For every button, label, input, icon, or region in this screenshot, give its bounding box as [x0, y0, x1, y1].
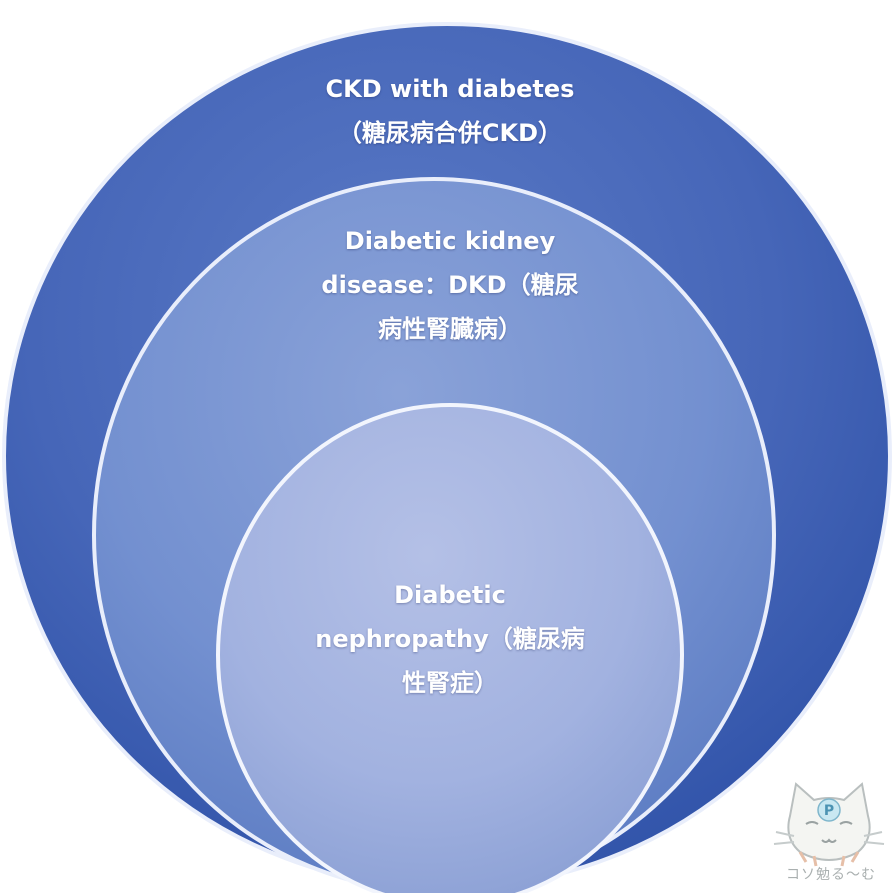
watermark-logo: P コソ勉る～む	[770, 778, 888, 888]
outer-label-line-2: （糖尿病合併CKD）	[337, 119, 563, 147]
inner-circle-label: Diabetic nephropathy（糖尿病 性腎症）	[250, 573, 650, 705]
middle-label-line-2: disease：DKD（糖尿	[321, 271, 579, 299]
inner-label-line-3: 性腎症）	[402, 669, 498, 697]
outer-circle-label: CKD with diabetes （糖尿病合併CKD）	[250, 67, 650, 155]
badge-letter: P	[824, 803, 834, 819]
cat-mascot-icon: P	[773, 782, 885, 867]
inner-label-line-2: nephropathy（糖尿病	[315, 625, 585, 653]
inner-circle	[216, 403, 684, 893]
middle-label-line-3: 病性腎臓病）	[378, 315, 522, 343]
watermark-caption: コソ勉る～む	[786, 867, 876, 883]
middle-label-line-1: Diabetic kidney	[344, 227, 556, 255]
inner-label-line-1: Diabetic	[394, 581, 506, 609]
outer-label-line-1: CKD with diabetes	[325, 75, 575, 103]
middle-circle-label: Diabetic kidney disease：DKD（糖尿 病性腎臓病）	[250, 219, 650, 351]
